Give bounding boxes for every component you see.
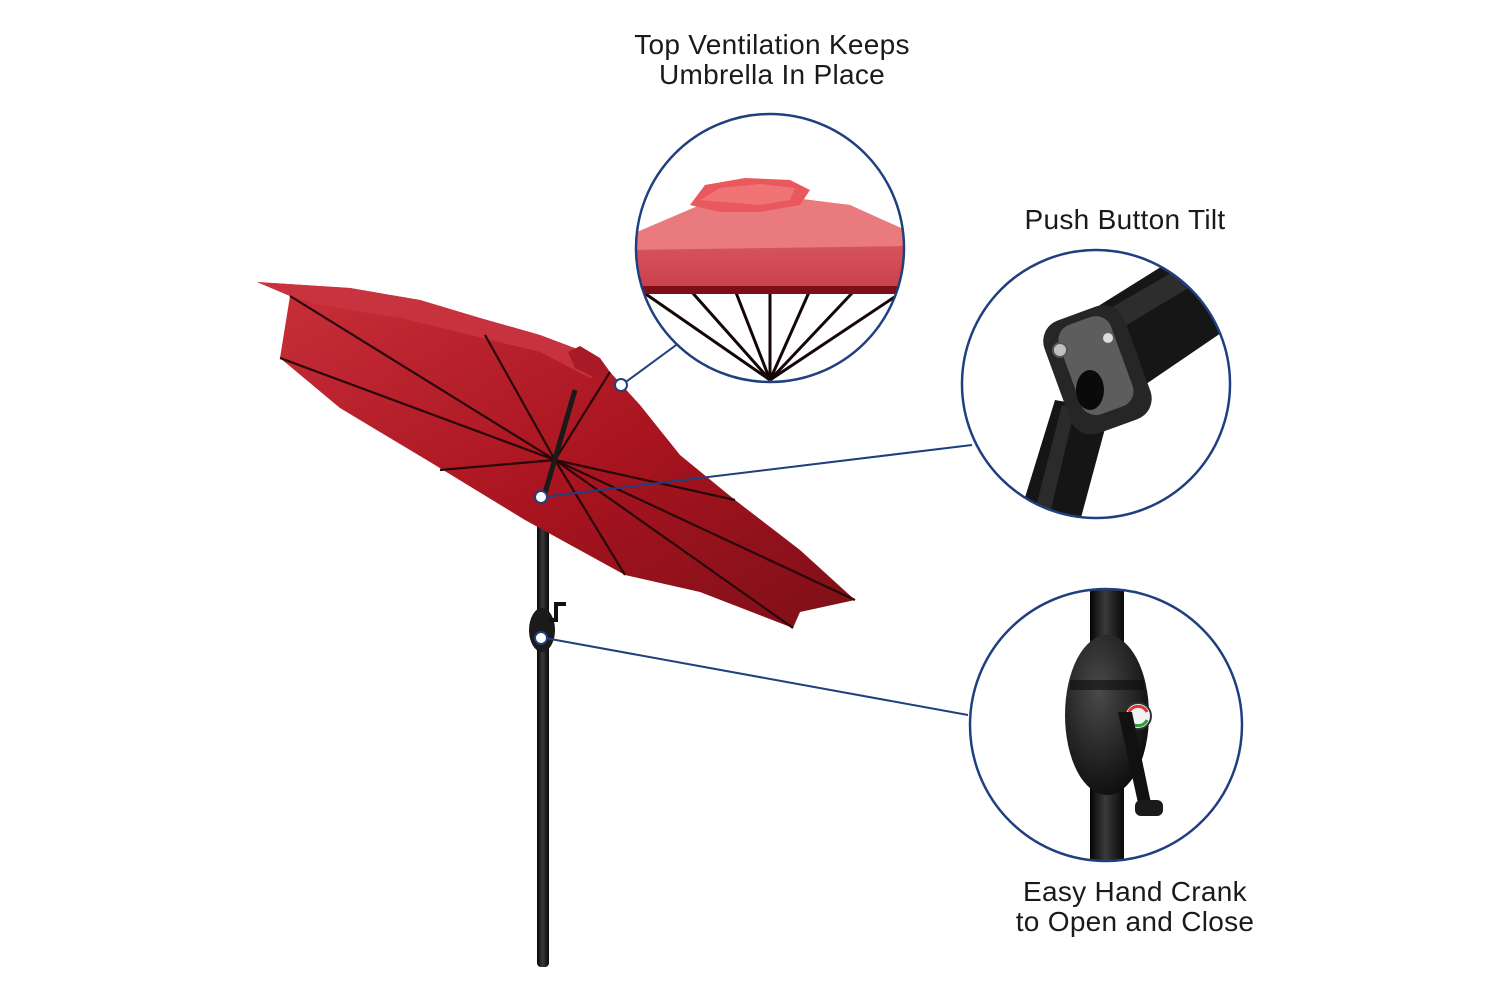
caption-tilt: Push Button Tilt [960, 205, 1290, 235]
callout-ventilation [634, 112, 906, 384]
crank-handle [549, 602, 566, 622]
caption-crank-line-2: to Open and Close [1015, 906, 1255, 937]
callout-leaders [542, 339, 973, 716]
callout-crank [968, 587, 1244, 863]
caption-crank: Easy Hand Crank to Open and Close [960, 877, 1310, 937]
callout-anchors [534, 378, 628, 645]
caption-ventilation-line-2: Umbrella In Place [658, 59, 886, 90]
crank-housing [529, 608, 555, 652]
caption-tilt-line-1: Push Button Tilt [1024, 204, 1226, 235]
caption-ventilation-line-1: Top Ventilation Keeps [634, 29, 910, 60]
umbrella-ribs [279, 295, 856, 629]
callout-ring-tilt [960, 248, 1232, 520]
caption-crank-line-1: Easy Hand Crank [1023, 876, 1247, 907]
umbrella [257, 282, 856, 967]
canopy-vent [568, 346, 610, 378]
caption-ventilation: Top Ventilation Keeps Umbrella In Place [572, 30, 972, 90]
callout-ring-ventilation [634, 112, 906, 384]
umbrella-pole [537, 495, 549, 967]
callout-tilt [960, 248, 1232, 520]
callout-ring-crank [968, 587, 1244, 863]
crank-knob [1135, 800, 1163, 816]
tilt-button [1076, 370, 1104, 410]
